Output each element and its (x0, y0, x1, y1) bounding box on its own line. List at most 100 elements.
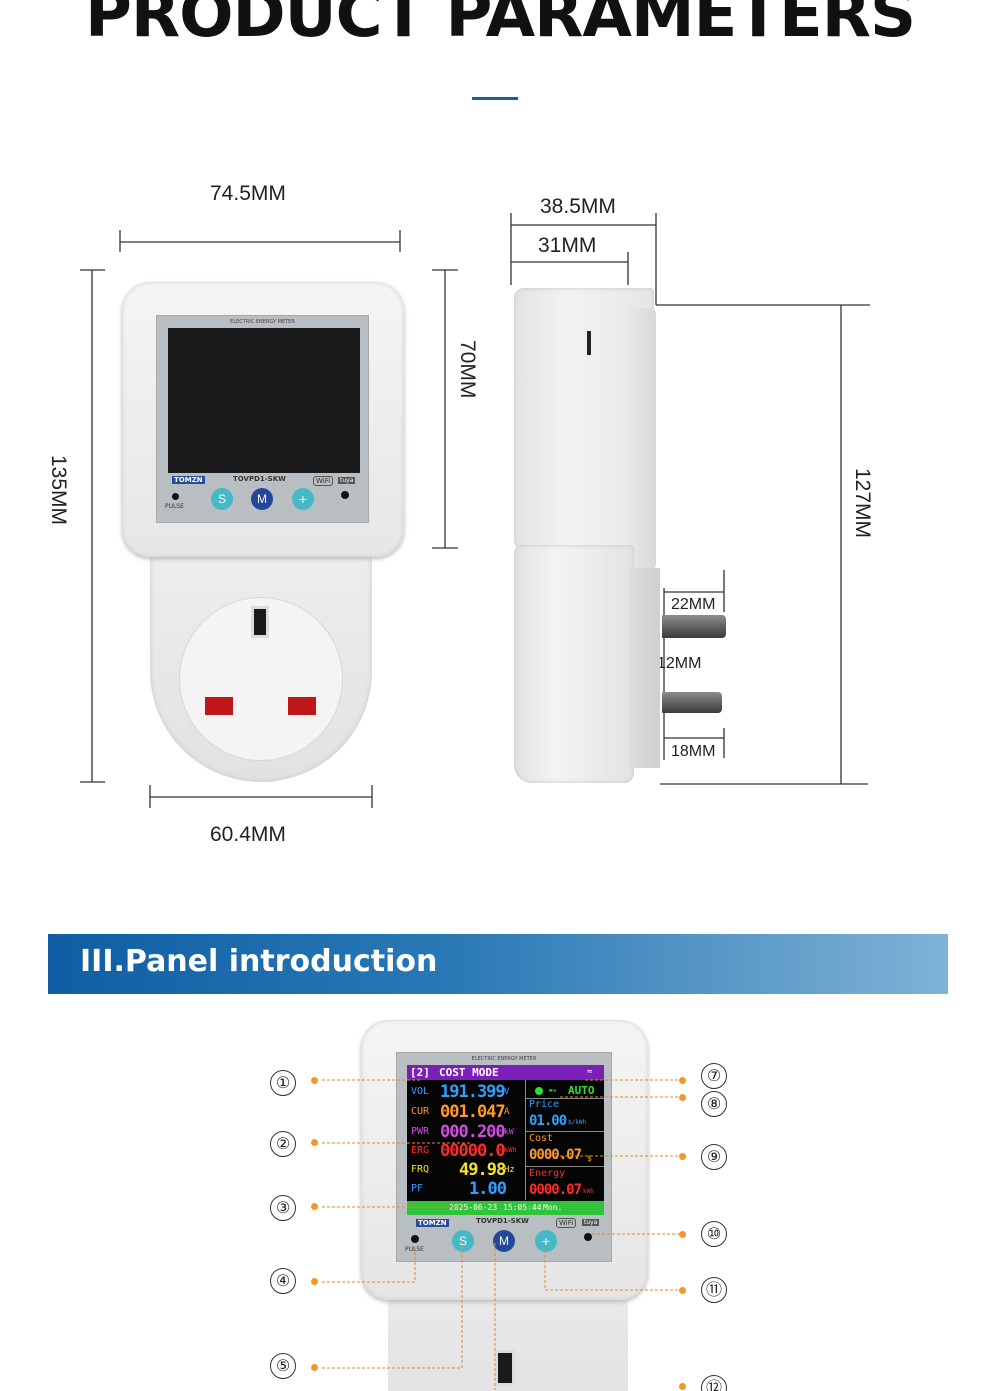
section-title: III.Panel introduction (80, 944, 438, 979)
lcd-label-frq: FRQ (411, 1164, 430, 1175)
tuya-badge: tuya (338, 477, 356, 484)
intro-panel-label: ELECTRIC ENERGY METER (471, 1056, 537, 1062)
lcd-plug-icon: ▬◂ (549, 1087, 557, 1094)
intro-pulse-led (411, 1235, 419, 1243)
intro-m-button[interactable]: M (493, 1230, 515, 1252)
callout-dot-11 (679, 1287, 686, 1294)
intro-tuya-badge: tuya (582, 1219, 600, 1226)
lcd-price-value: 01.00 (529, 1113, 567, 1129)
lcd-cost-unit: $ (587, 1154, 592, 1163)
callout-2: ② (270, 1131, 296, 1157)
socket-earth-hole (251, 606, 269, 638)
lcd-energy-value: 0000.07 (529, 1182, 582, 1198)
socket-live-hole (205, 697, 233, 715)
lcd-wifi-icon: ≈ (587, 1067, 593, 1077)
callout-7: ⑦ (701, 1063, 727, 1089)
lcd-page: [2] (410, 1066, 430, 1079)
callout-12: ⑫ (701, 1375, 727, 1391)
callout-8: ⑧ (701, 1091, 727, 1117)
callout-11: ⑪ (701, 1277, 727, 1303)
lcd-label-cur: CUR (411, 1106, 430, 1117)
lcd-label-pf: PF (411, 1183, 424, 1194)
section-banner (48, 934, 948, 994)
lcd-unit-erg: kWh (504, 1146, 517, 1154)
lcd-label-pwr: PWR (411, 1126, 430, 1137)
socket-neutral-hole (288, 697, 316, 715)
side-body (514, 545, 634, 783)
intro-model-label: TOVPD1-SKW (476, 1217, 529, 1225)
dim-panel-height: 70MM (456, 340, 479, 399)
brand-logo: TOMZN (172, 476, 205, 484)
callout-3: ③ (270, 1195, 296, 1221)
lcd-mode: COST MODE (439, 1066, 499, 1079)
model-label: TOVPD1-SKW (233, 475, 286, 483)
callout-5: ⑤ (270, 1353, 296, 1379)
callout-dot-4 (311, 1278, 318, 1285)
lcd-screen: [2] COST MODE ≈ VOL 191.399 V CUR 001.04… (407, 1065, 604, 1215)
callout-dot-7 (679, 1077, 686, 1084)
lcd-unit-frq: Hz (504, 1165, 515, 1175)
m-button[interactable]: M (251, 488, 273, 510)
plus-button[interactable]: + (292, 488, 314, 510)
lcd-price-unit: $/kWh (568, 1119, 587, 1126)
lcd-energy-label: Energy (529, 1168, 566, 1179)
callout-dot-12 (679, 1383, 686, 1390)
lcd-price-label: Price (529, 1099, 560, 1110)
dim-front-width: 74.5MM (210, 182, 286, 205)
callout-9: ⑨ (701, 1144, 727, 1170)
lcd-unit-pwr: kW (504, 1127, 514, 1136)
dim-side-height: 127MM (851, 468, 874, 539)
dim-pin-lower: 18MM (671, 743, 716, 760)
lcd-value-erg: 00000.0 (440, 1141, 506, 1161)
dim-pin-middle: 12MM (657, 655, 702, 672)
s-button[interactable]: S (211, 488, 233, 510)
callout-dot-2 (311, 1139, 318, 1146)
intro-socket-earth-hole (495, 1350, 515, 1386)
lcd-value-pf: 1.00 (469, 1179, 507, 1199)
title-underline (472, 97, 518, 100)
callout-dot-8 (679, 1094, 686, 1101)
lcd-value-cur: 001.047 (440, 1102, 506, 1122)
intro-wifi-badge: WiFi (556, 1218, 577, 1228)
callout-4: ④ (270, 1268, 296, 1294)
dim-socket-width: 60.4MM (210, 823, 286, 846)
intro-plus-button[interactable]: + (535, 1230, 557, 1252)
lcd-unit-cur: A (504, 1107, 510, 1117)
dim-pin-upper: 22MM (671, 596, 716, 613)
panel-label: ELECTRIC ENERGY METER (230, 319, 295, 325)
callout-dot-5 (311, 1364, 318, 1371)
wifi-badge: WiFi (313, 476, 334, 486)
callout-dot-10 (679, 1231, 686, 1238)
lcd-time: 15:05:44 (503, 1203, 542, 1212)
lcd-cost-label: Cost (529, 1133, 554, 1144)
lcd-date: 2025-06-23 (449, 1203, 498, 1212)
side-slot (587, 331, 591, 355)
page-title: PRODUCT PARAMETERS (84, 0, 916, 52)
callout-dot-3 (311, 1203, 318, 1210)
side-plug-base (630, 568, 660, 768)
intro-brand-logo: TOMZN (416, 1219, 449, 1227)
side-pin-upper (662, 615, 726, 638)
lcd-cost-value: 0000.07 (529, 1147, 582, 1163)
lcd-energy-unit: kWh (583, 1188, 594, 1195)
dim-front-height: 135MM (47, 455, 70, 526)
bluetooth-led (341, 491, 349, 499)
dim-side-depth-total: 38.5MM (540, 195, 616, 218)
callout-dot-9 (679, 1153, 686, 1160)
dimension-lines (80, 213, 870, 808)
callout-leader-lines (322, 1079, 680, 1390)
lcd-value-frq: 49.98 (459, 1160, 506, 1180)
front-screen (168, 328, 360, 473)
pulse-led (172, 493, 179, 500)
intro-pulse-label: PULSE (405, 1246, 424, 1253)
lcd-status-dot (535, 1087, 543, 1095)
callout-10: ⑩ (701, 1221, 727, 1247)
lcd-unit-vol: V (504, 1087, 510, 1097)
intro-s-button[interactable]: S (452, 1230, 474, 1252)
lcd-value-pwr: 000.200 (440, 1122, 506, 1142)
lcd-value-vol: 191.399 (440, 1082, 506, 1102)
side-pin-lower (662, 692, 722, 713)
side-back-plate (629, 308, 656, 570)
intro-bluetooth-led (584, 1233, 592, 1241)
callout-dot-1 (311, 1077, 318, 1084)
